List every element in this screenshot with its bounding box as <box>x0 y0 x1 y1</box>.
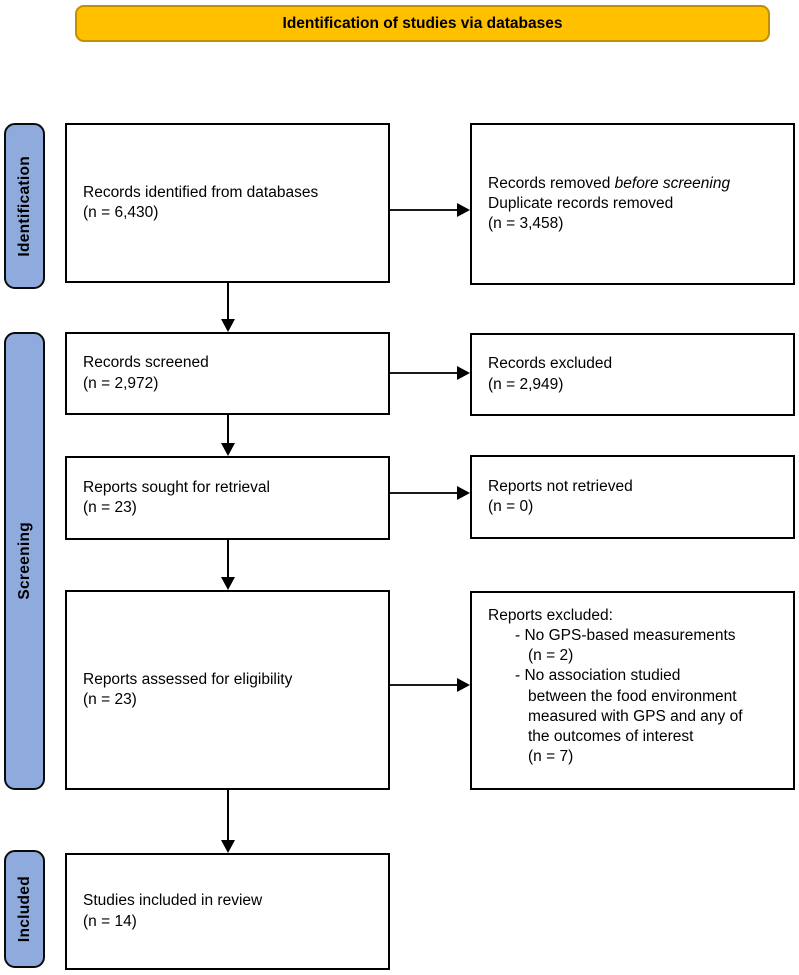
stage-label-included: Included <box>4 850 45 968</box>
arrow-down-2-line <box>227 415 229 444</box>
stage-label-included-text: Included <box>15 875 33 943</box>
arrow-right-2-line <box>390 372 458 374</box>
box-records-excluded: Records excluded (n = 2,949) <box>470 333 795 416</box>
box-reports-excluded-header: Reports excluded: <box>488 607 613 624</box>
arrow-down-4-line <box>227 790 229 841</box>
box-studies-included-text: Studies included in review (n = 14) <box>83 892 263 930</box>
arrow-right-3-line <box>390 492 458 494</box>
records-removed-regular: Records removed <box>488 174 615 192</box>
excluded-reason-association: - No association studied between the foo… <box>515 667 743 765</box>
arrow-right-3-head <box>457 486 470 500</box>
box-reports-not-retrieved: Reports not retrieved (n = 0) <box>470 455 795 539</box>
box-studies-included: Studies included in review (n = 14) <box>65 853 390 970</box>
reports-excluded-reasons: - No GPS-based measurements (n = 2) - No… <box>515 626 785 767</box>
box-reports-excluded: Reports excluded: - No GPS-based measure… <box>470 591 795 790</box>
arrow-down-3-head <box>221 577 235 590</box>
arrow-down-2-head <box>221 443 235 456</box>
arrow-right-1-line <box>390 209 458 211</box>
stage-label-identification: Identification <box>4 123 45 289</box>
box-records-identified: Records identified from databases (n = 6… <box>65 123 390 283</box>
records-removed-italic: before screening <box>614 174 731 192</box>
arrow-down-3-line <box>227 540 229 578</box>
box-records-removed-line1: Records removed before screening <box>488 174 785 194</box>
box-reports-assessed-text: Reports assessed for eligibility (n = 23… <box>83 670 293 708</box>
box-records-removed-rest: Duplicate records removed (n = 3,458) <box>488 194 674 233</box>
box-reports-not-retrieved-text: Reports not retrieved (n = 0) <box>488 477 633 515</box>
box-reports-assessed: Reports assessed for eligibility (n = 23… <box>65 590 390 790</box>
box-records-excluded-text: Records excluded (n = 2,949) <box>488 355 613 393</box>
arrow-down-4-head <box>221 840 235 853</box>
arrow-down-1-line <box>227 283 229 321</box>
box-records-identified-text: Records identified from databases (n = 6… <box>83 183 319 221</box>
box-reports-sought-text: Reports sought for retrieval (n = 23) <box>83 478 270 516</box>
box-reports-sought: Reports sought for retrieval (n = 23) <box>65 456 390 540</box>
arrow-right-1-head <box>457 203 470 217</box>
arrow-right-4-head <box>457 678 470 692</box>
stage-label-screening: Screening <box>4 332 45 790</box>
arrow-down-1-head <box>221 319 235 332</box>
title-banner-text: Identification of studies via databases <box>282 14 563 32</box>
box-records-screened-text: Records screened (n = 2,972) <box>83 354 209 392</box>
arrow-right-2-head <box>457 366 470 380</box>
box-records-removed: Records removed before screening Duplica… <box>470 123 795 285</box>
stage-label-screening-text: Screening <box>15 522 33 600</box>
arrow-right-4-line <box>390 684 458 686</box>
title-banner: Identification of studies via databases <box>75 5 770 42</box>
stage-label-identification-text: Identification <box>15 155 33 257</box>
box-records-screened: Records screened (n = 2,972) <box>65 332 390 415</box>
excluded-reason-gps: - No GPS-based measurements (n = 2) <box>515 627 736 665</box>
